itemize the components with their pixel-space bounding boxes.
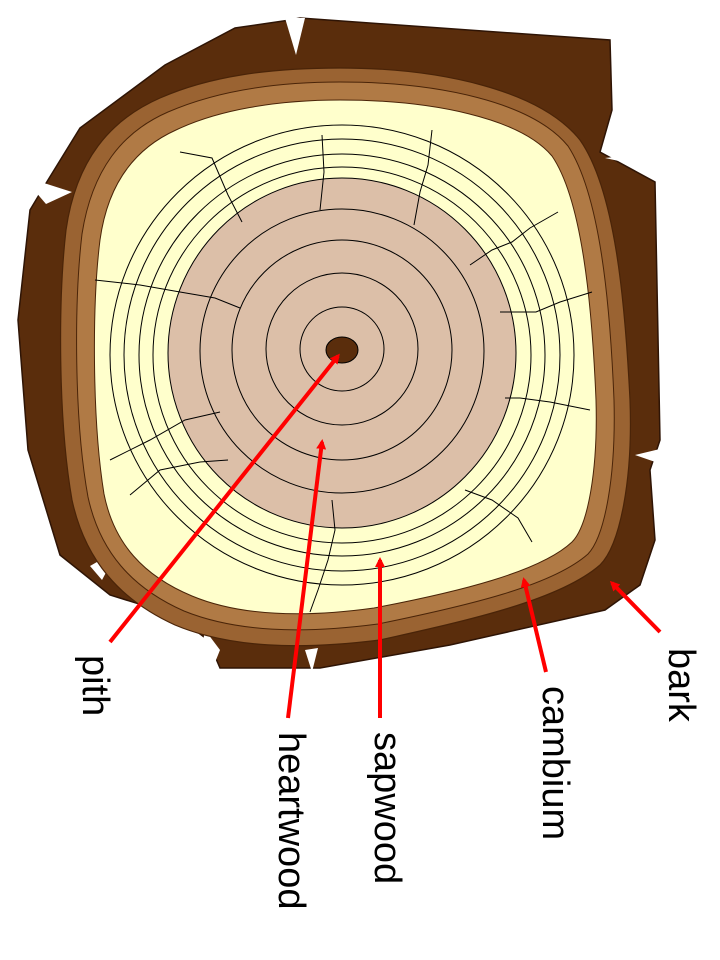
bark-crack-bottom-mid [305, 648, 318, 672]
label-arrows [108, 353, 662, 719]
cambium-arrow [520, 577, 548, 673]
bark-crack-bottom [198, 630, 220, 670]
bark-arrow [609, 580, 662, 634]
bark-crack-top [285, 18, 305, 55]
sapwood-label: sapwood [366, 732, 408, 885]
sapwood-rings [109, 124, 575, 586]
bark-crack-right-lower [635, 448, 664, 465]
heartwood-label: heartwood [270, 732, 312, 910]
radial-cracks [94, 129, 593, 613]
bark-label: bark [660, 648, 702, 722]
pith [325, 336, 359, 364]
heartwood-arrow [286, 439, 327, 719]
bark-crack-right [605, 152, 660, 170]
pith-label: pith [74, 655, 116, 717]
cambium-label: cambium [534, 686, 576, 841]
bark-crack-left [22, 176, 72, 204]
heartwood-rings [199, 208, 485, 494]
pith-arrow [108, 353, 340, 644]
